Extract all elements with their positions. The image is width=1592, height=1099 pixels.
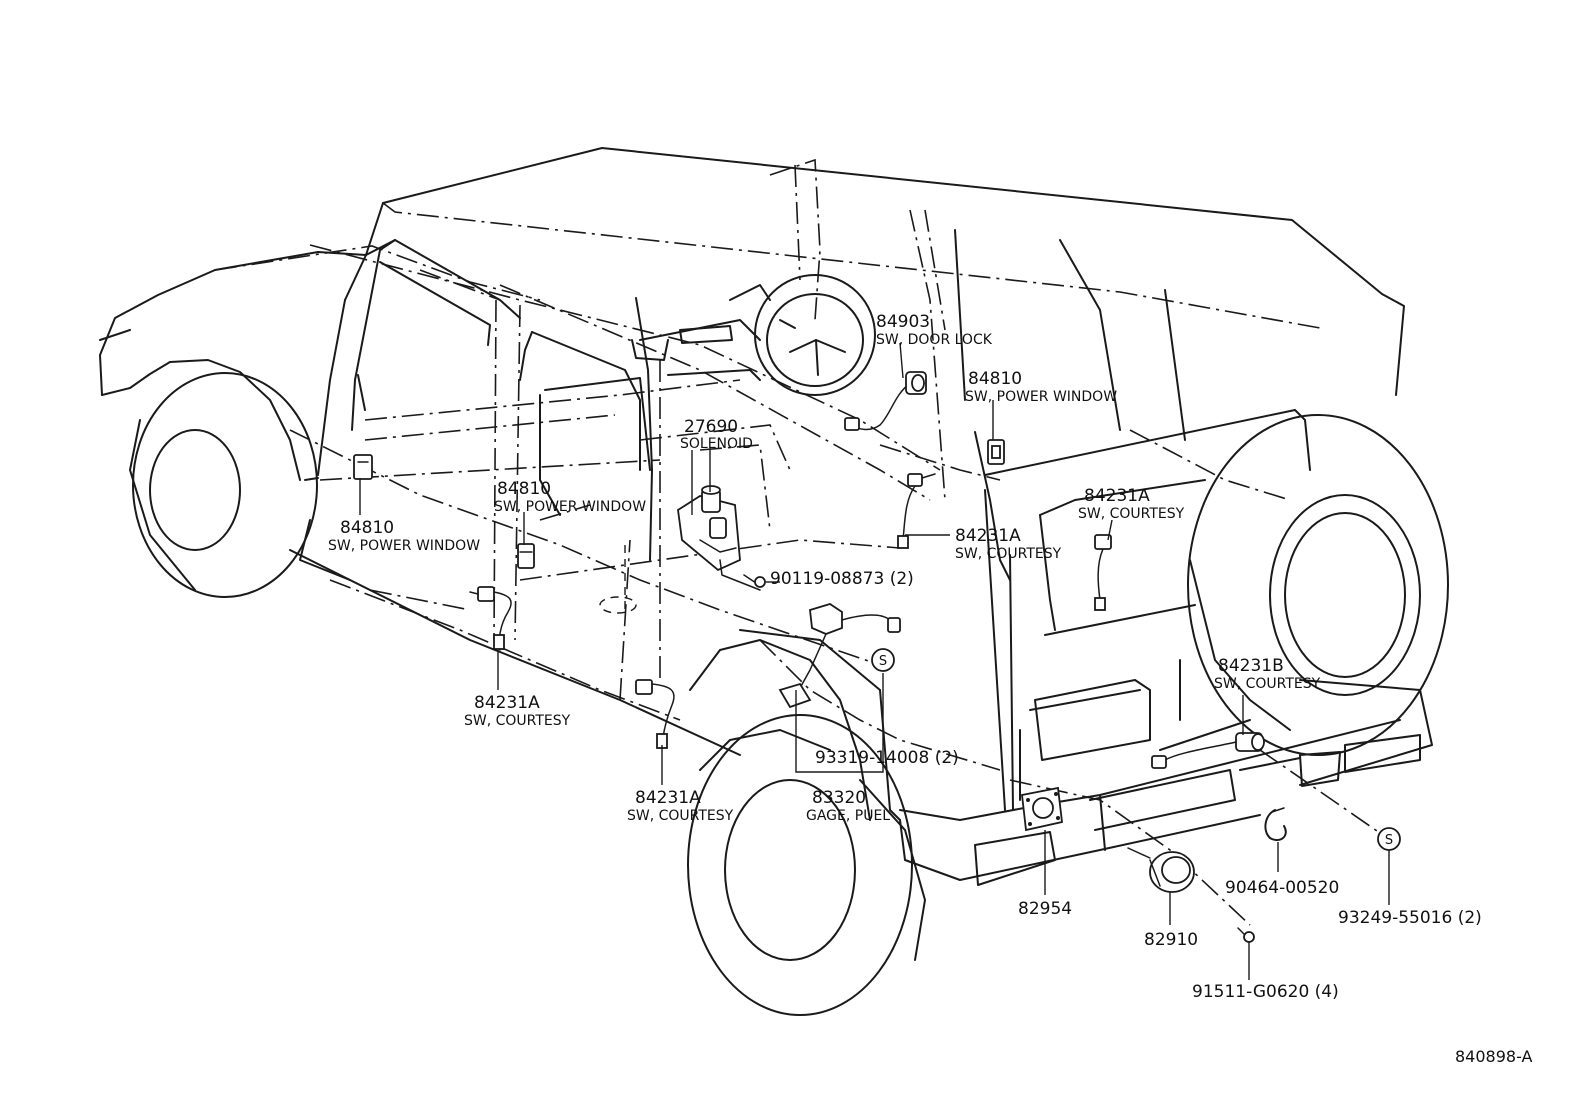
bracket-number: 82954 (1018, 899, 1072, 919)
door-lock-name: SW, DOOR LOCK (876, 332, 993, 348)
power-window-front-left-number: 84810 (340, 518, 394, 538)
courtesy-rear-door-number: 84231A (1084, 486, 1150, 506)
power-window-switch-rear-right (987, 439, 1005, 465)
courtesy-back-door-number: 84231B (1218, 656, 1284, 676)
courtesy-left-rear-number: 84231A (635, 788, 701, 808)
courtesy-switch-rear-door (1094, 534, 1112, 611)
power-window-rear-door-name: SW, POWER WINDOW (494, 499, 646, 515)
part-labels: 84903 SW, DOOR LOCK 84810 SW, POWER WIND… (328, 312, 1533, 1066)
screw-connector (1237, 927, 1255, 943)
fuel-gage-name: GAGE, PUEL (806, 808, 890, 824)
screw-connector-number: 91511-G0620 (4) (1192, 982, 1339, 1002)
screw-symbol-text: S (879, 654, 887, 669)
screw-gage-number: 93319-14008 (2) (815, 748, 959, 768)
courtesy-left-rear-name: SW, COURTESY (627, 808, 734, 824)
courtesy-switch-back-door (1151, 732, 1265, 769)
fuel-gage (778, 603, 901, 709)
screw-symbol-back: S (1377, 827, 1401, 851)
power-window-rear-right-number: 84810 (968, 369, 1022, 389)
courtesy-left-front-name: SW, COURTESY (464, 713, 571, 729)
door-lock-switch (844, 371, 927, 431)
power-window-rear-door-number: 84810 (497, 479, 551, 499)
solenoid-name: SOLENOID (680, 436, 753, 452)
courtesy-rear-door-name: SW, COURTESY (1078, 506, 1185, 522)
bracket (1021, 786, 1063, 832)
courtesy-front-right-name: SW, COURTESY (955, 546, 1062, 562)
solenoid (677, 485, 761, 591)
bolt-solenoid (743, 574, 766, 588)
solenoid-number: 27690 (684, 417, 738, 437)
door-lock-number: 84903 (876, 312, 930, 332)
screw-back-number: 93249-55016 (2) (1338, 908, 1482, 928)
screw-symbol-gage: S (871, 648, 895, 672)
leader-lines (359, 342, 1390, 980)
power-window-rear-right-name: SW, POWER WINDOW (965, 389, 1117, 405)
bolt-solenoid-number: 90119-08873 (2) (770, 569, 914, 589)
courtesy-left-front-number: 84231A (474, 693, 540, 713)
courtesy-switch-front-right (897, 473, 936, 549)
courtesy-switch-left-front (469, 586, 512, 651)
screw-symbol-text: S (1385, 833, 1393, 848)
power-window-front-left-name: SW, POWER WINDOW (328, 538, 480, 554)
connector-number: 82910 (1144, 930, 1198, 950)
clamp-number: 90464-00520 (1225, 878, 1339, 898)
courtesy-back-door-name: SW, COURTESY (1214, 676, 1321, 692)
courtesy-front-right-number: 84231A (955, 526, 1021, 546)
fuel-gage-number: 83320 (812, 788, 866, 808)
courtesy-switch-left-rear (635, 679, 675, 749)
connector (1127, 847, 1195, 893)
drawing-reference: 840898-A (1455, 1047, 1533, 1066)
clamp (1264, 807, 1287, 842)
vehicle-outline (99, 147, 1449, 1016)
power-window-switch-front-left (353, 454, 373, 480)
power-window-switch-rear-door (517, 543, 535, 569)
